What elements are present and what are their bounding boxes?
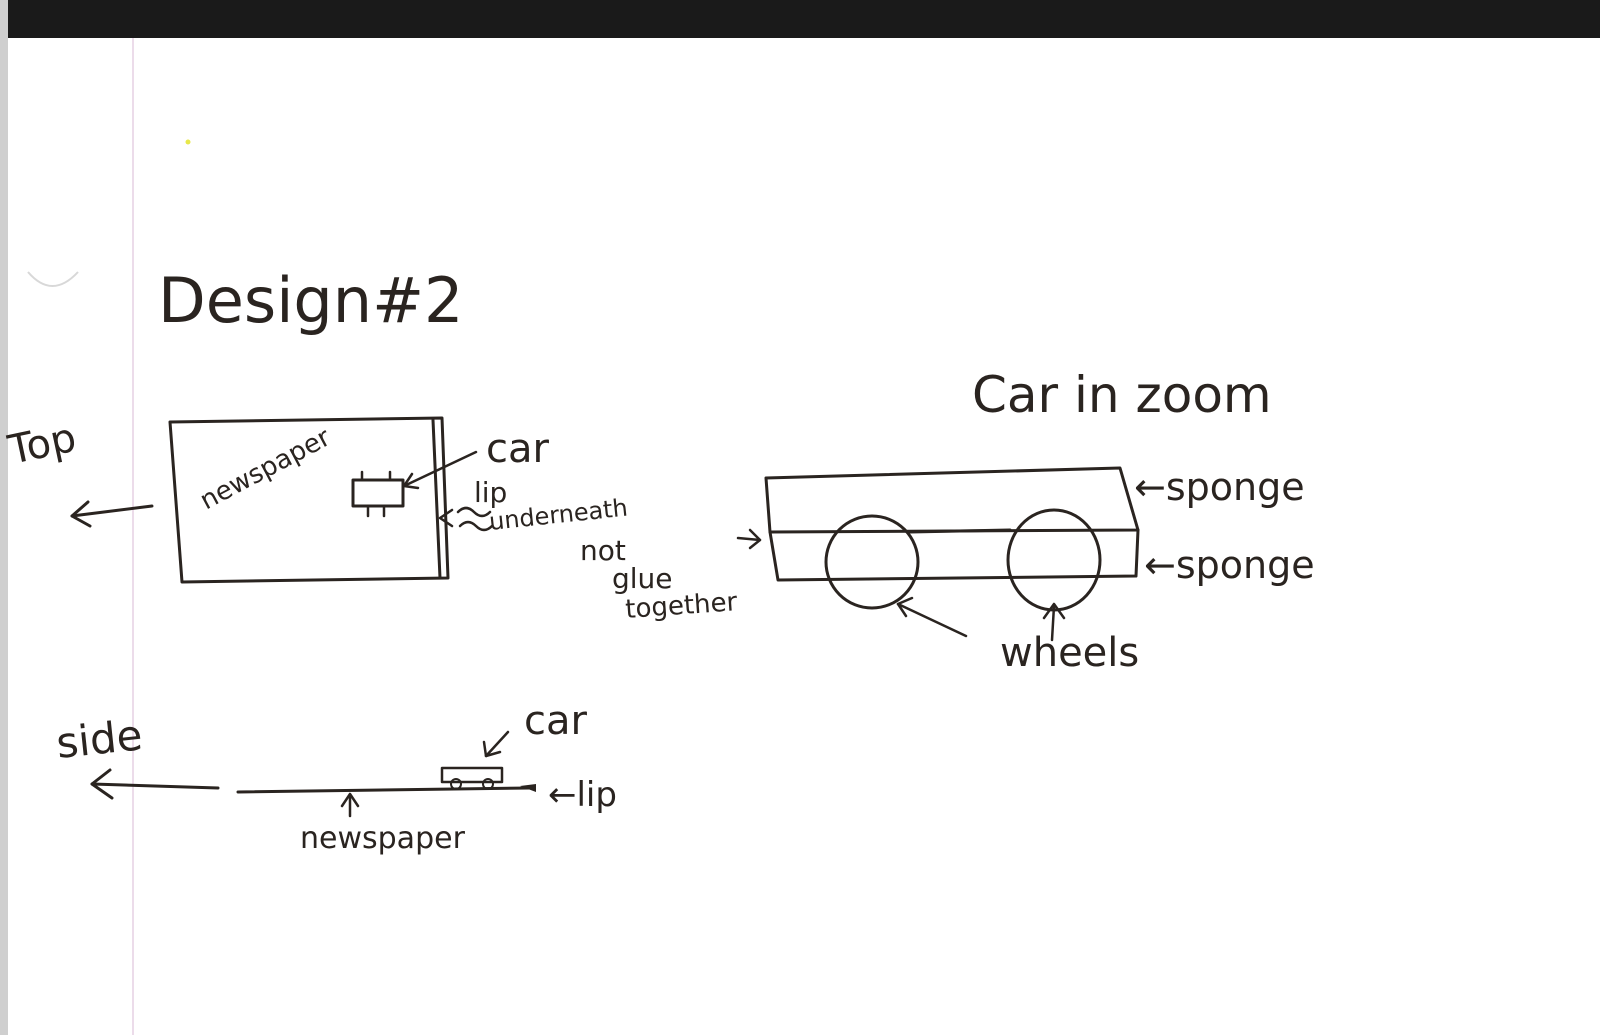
- zoom-car-body: [764, 466, 1140, 582]
- scan-left-edge: [0, 0, 8, 1035]
- zoom-front-wheel: [824, 514, 920, 610]
- side-view-newspaper-line: [236, 786, 532, 794]
- zoom-wheels-arrows: [896, 596, 1066, 642]
- zoom-wheels-label: wheels: [1000, 630, 1139, 676]
- side-view-newspaper-label: newspaper: [300, 821, 466, 856]
- zoom-view-title: Car in zoom: [972, 366, 1272, 424]
- top-view-lip-label: lip: [474, 476, 507, 509]
- zoom-not-glue-line2: glue: [612, 562, 673, 595]
- zoom-not-glue-line1: not: [580, 534, 626, 567]
- top-view-arrow: [70, 500, 154, 528]
- paper-sheet: [8, 38, 1600, 1035]
- top-view-newspaper-rect: [168, 416, 450, 584]
- top-view-car-arrow: [402, 450, 478, 490]
- side-view-lip-label: ←lip: [548, 775, 617, 815]
- top-view-car-label: car: [486, 426, 550, 472]
- yellow-dot: [185, 139, 191, 145]
- side-view-label: side: [54, 710, 145, 768]
- zoom-not-glue-arrow: [736, 528, 762, 550]
- page-title: Design#2: [158, 264, 463, 337]
- scan-top-band: [0, 0, 1600, 38]
- side-view-car-arrow: [482, 730, 510, 758]
- hole-punch-mark: [27, 271, 79, 287]
- side-view-car-label: car: [524, 698, 588, 744]
- zoom-sponge-top-label: ←sponge: [1134, 465, 1305, 509]
- side-view-car-shape: [440, 766, 504, 790]
- zoom-sponge-bottom-label: ←sponge: [1144, 543, 1315, 587]
- side-view-arrow: [90, 768, 220, 800]
- top-view-car-shape: [351, 470, 405, 518]
- side-view-lip-mark: [520, 784, 536, 792]
- top-view-lip-arrow: [438, 506, 494, 532]
- side-view-newspaper-arrow: [340, 792, 360, 818]
